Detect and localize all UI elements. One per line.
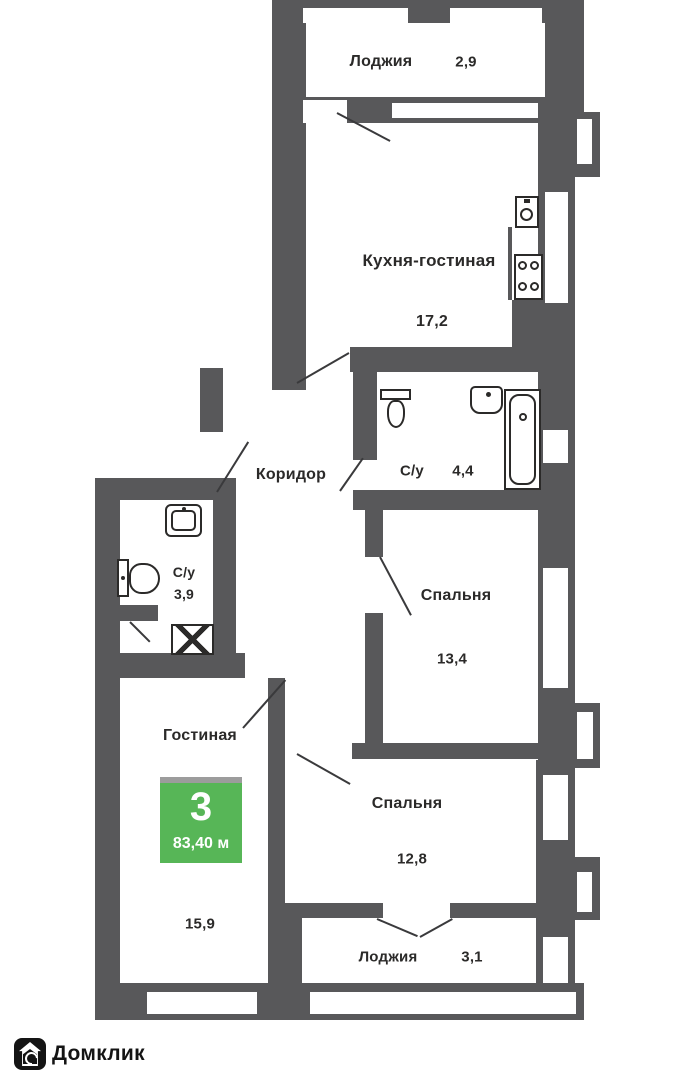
toilet-bowl-icon: [129, 563, 160, 594]
kitchen-counter-line: [508, 227, 512, 300]
toilet-icon: [380, 389, 411, 400]
door-opening: [303, 100, 347, 123]
room-name-label: С/у: [172, 564, 196, 580]
balcony-door-swing-line: [419, 918, 453, 938]
wall-segment: [200, 368, 223, 432]
room-area-label: 3,9: [173, 586, 195, 602]
bathtub-icon: [504, 389, 541, 490]
toilet-bowl-icon: [387, 400, 405, 428]
room-name-label: Лоджия: [349, 53, 413, 70]
window-opening: [543, 775, 568, 840]
bay-window: [575, 112, 600, 177]
toilet-icon: [117, 559, 129, 597]
logo-text: Домклик: [52, 1042, 145, 1065]
room-name-label: Гостиная: [163, 727, 237, 744]
window-opening: [450, 8, 542, 23]
wall-segment: [95, 478, 223, 500]
room-name-label: Коридор: [255, 466, 327, 483]
wall-segment: [272, 0, 306, 390]
wall-segment: [352, 743, 538, 759]
wall-segment: [213, 478, 236, 653]
window-opening: [543, 937, 568, 983]
bay-window: [575, 703, 600, 768]
wall-segment: [512, 300, 538, 347]
stove-icon: [514, 254, 543, 300]
wall-segment: [353, 372, 377, 460]
room-area-label: 2,9: [455, 53, 477, 71]
window-opening: [545, 192, 568, 303]
wall-segment: [545, 0, 584, 100]
shower-drain-icon: [171, 624, 214, 655]
badge-room-count: 3: [189, 785, 213, 829]
window-opening: [392, 103, 538, 118]
room-name-label: Кухня-гостиная: [362, 251, 496, 270]
apartment-badge: 3 83,40 м: [160, 777, 242, 863]
door-swing-line: [296, 753, 351, 785]
wall-segment: [350, 347, 543, 372]
wall-segment: [280, 918, 302, 985]
badge-top-bar: [160, 777, 242, 783]
room-name-label: Лоджия: [358, 948, 418, 966]
door-swing-line: [129, 621, 151, 643]
window-opening: [303, 8, 408, 23]
room-name-label: Спальня: [371, 795, 443, 812]
house-logo-icon: [14, 1038, 46, 1070]
door-swing-line: [339, 457, 364, 492]
kitchen-sink-icon: [515, 196, 539, 228]
window-opening: [577, 712, 593, 759]
washbasin-icon: [165, 504, 202, 537]
wall-segment: [120, 605, 158, 621]
room-area-label: 15,9: [185, 915, 215, 933]
room-name-label: С/у: [400, 462, 424, 480]
wall-segment: [95, 653, 245, 678]
wall-segment: [365, 510, 383, 557]
bay-window: [575, 857, 600, 920]
wall-segment: [353, 490, 543, 510]
room-area-label: 13,4: [437, 650, 467, 668]
window-opening: [310, 992, 576, 1014]
balcony-door-swing-line: [376, 918, 418, 938]
wall-segment: [95, 478, 120, 1015]
window-opening: [577, 872, 592, 912]
room-area-label: 3,1: [461, 948, 483, 966]
door-swing-line: [379, 556, 412, 616]
wall-segment: [280, 903, 383, 918]
room-area-label: 12,8: [397, 850, 427, 868]
window-opening: [543, 430, 568, 463]
wall-segment: [365, 613, 383, 743]
washbasin-icon: [470, 386, 503, 414]
window-opening: [543, 568, 568, 688]
badge-total-area: 83,40 м: [172, 835, 230, 852]
room-name-label: Спальня: [420, 587, 492, 604]
room-area-label: 17,2: [416, 313, 448, 330]
room-area-label: 4,4: [452, 462, 474, 480]
domclick-logo: Домклик: [14, 1036, 145, 1072]
wall-segment: [450, 903, 538, 918]
window-opening: [147, 992, 257, 1014]
window-opening: [577, 119, 592, 164]
